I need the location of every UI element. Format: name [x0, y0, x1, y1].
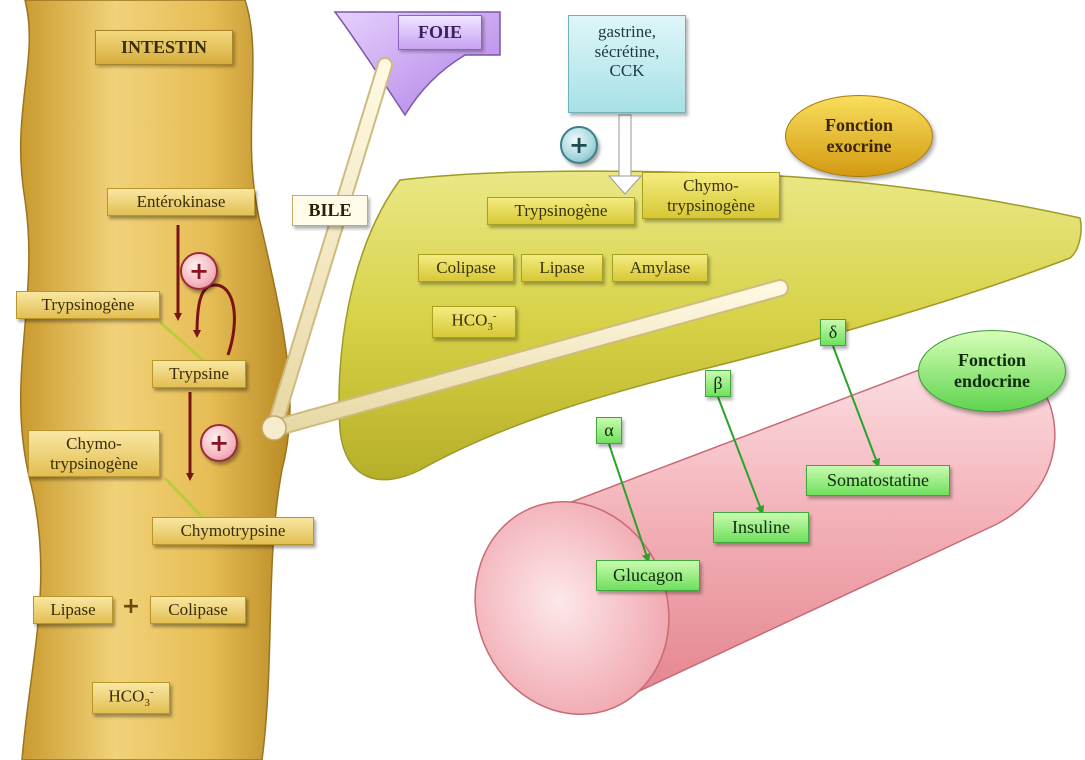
intestine-colipase: Colipase — [150, 596, 246, 624]
hormone-glucagon: Glucagon — [596, 560, 700, 591]
exocrine-function-oval: Fonction exocrine — [785, 95, 933, 177]
intestine-title: INTESTIN — [95, 30, 233, 65]
liver-label: FOIE — [398, 15, 482, 50]
exo-amylase: Amylase — [612, 254, 708, 282]
activation-plus-icon-1: + — [180, 252, 218, 290]
hormone-secretine: sécrétine, — [575, 42, 679, 62]
bile-label: BILE — [292, 195, 368, 226]
exo-trypsinogene: Trypsinogène — [487, 197, 635, 225]
hormone-arrow-shaft — [619, 115, 631, 177]
intestine-lipase: Lipase — [33, 596, 113, 624]
exocrine-title-line2: exocrine — [825, 136, 893, 157]
exocrine-title-line1: Fonction — [825, 115, 893, 136]
endocrine-title-line1: Fonction — [954, 350, 1030, 371]
hormone-insuline: Insuline — [713, 512, 809, 543]
stimulation-plus-icon: + — [560, 126, 598, 164]
intestine-plus-sign: + — [119, 594, 143, 619]
hormone-somatostatine: Somatostatine — [806, 465, 950, 496]
exo-hco3: HCO3- — [432, 306, 516, 338]
hormones-box: gastrine, sécrétine, CCK — [568, 15, 686, 113]
exo-lipase: Lipase — [521, 254, 603, 282]
delta-cell-label: δ — [820, 319, 846, 346]
intestine-hco3: HCO3- — [92, 682, 170, 714]
intestine-trypsinogene: Trypsinogène — [16, 291, 160, 319]
endocrine-function-oval: Fonction endocrine — [918, 330, 1066, 412]
exo-chymotrypsinogene: Chymo- trypsinogène — [642, 172, 780, 219]
beta-cell-label: β — [705, 370, 731, 397]
duct-junction — [262, 416, 286, 440]
intestine-trypsine: Trypsine — [152, 360, 246, 388]
intestine-chymotrypsine: Chymotrypsine — [152, 517, 314, 545]
intestine-enterokinase: Entérokinase — [107, 188, 255, 216]
alpha-cell-label: α — [596, 417, 622, 444]
hormone-gastrine: gastrine, — [575, 22, 679, 42]
exo-colipase: Colipase — [418, 254, 514, 282]
intestine-chymotrypsinogene: Chymo- trypsinogène — [28, 430, 160, 477]
endocrine-title-line2: endocrine — [954, 371, 1030, 392]
activation-plus-icon-2: + — [200, 424, 238, 462]
hormone-cck: CCK — [575, 61, 679, 81]
